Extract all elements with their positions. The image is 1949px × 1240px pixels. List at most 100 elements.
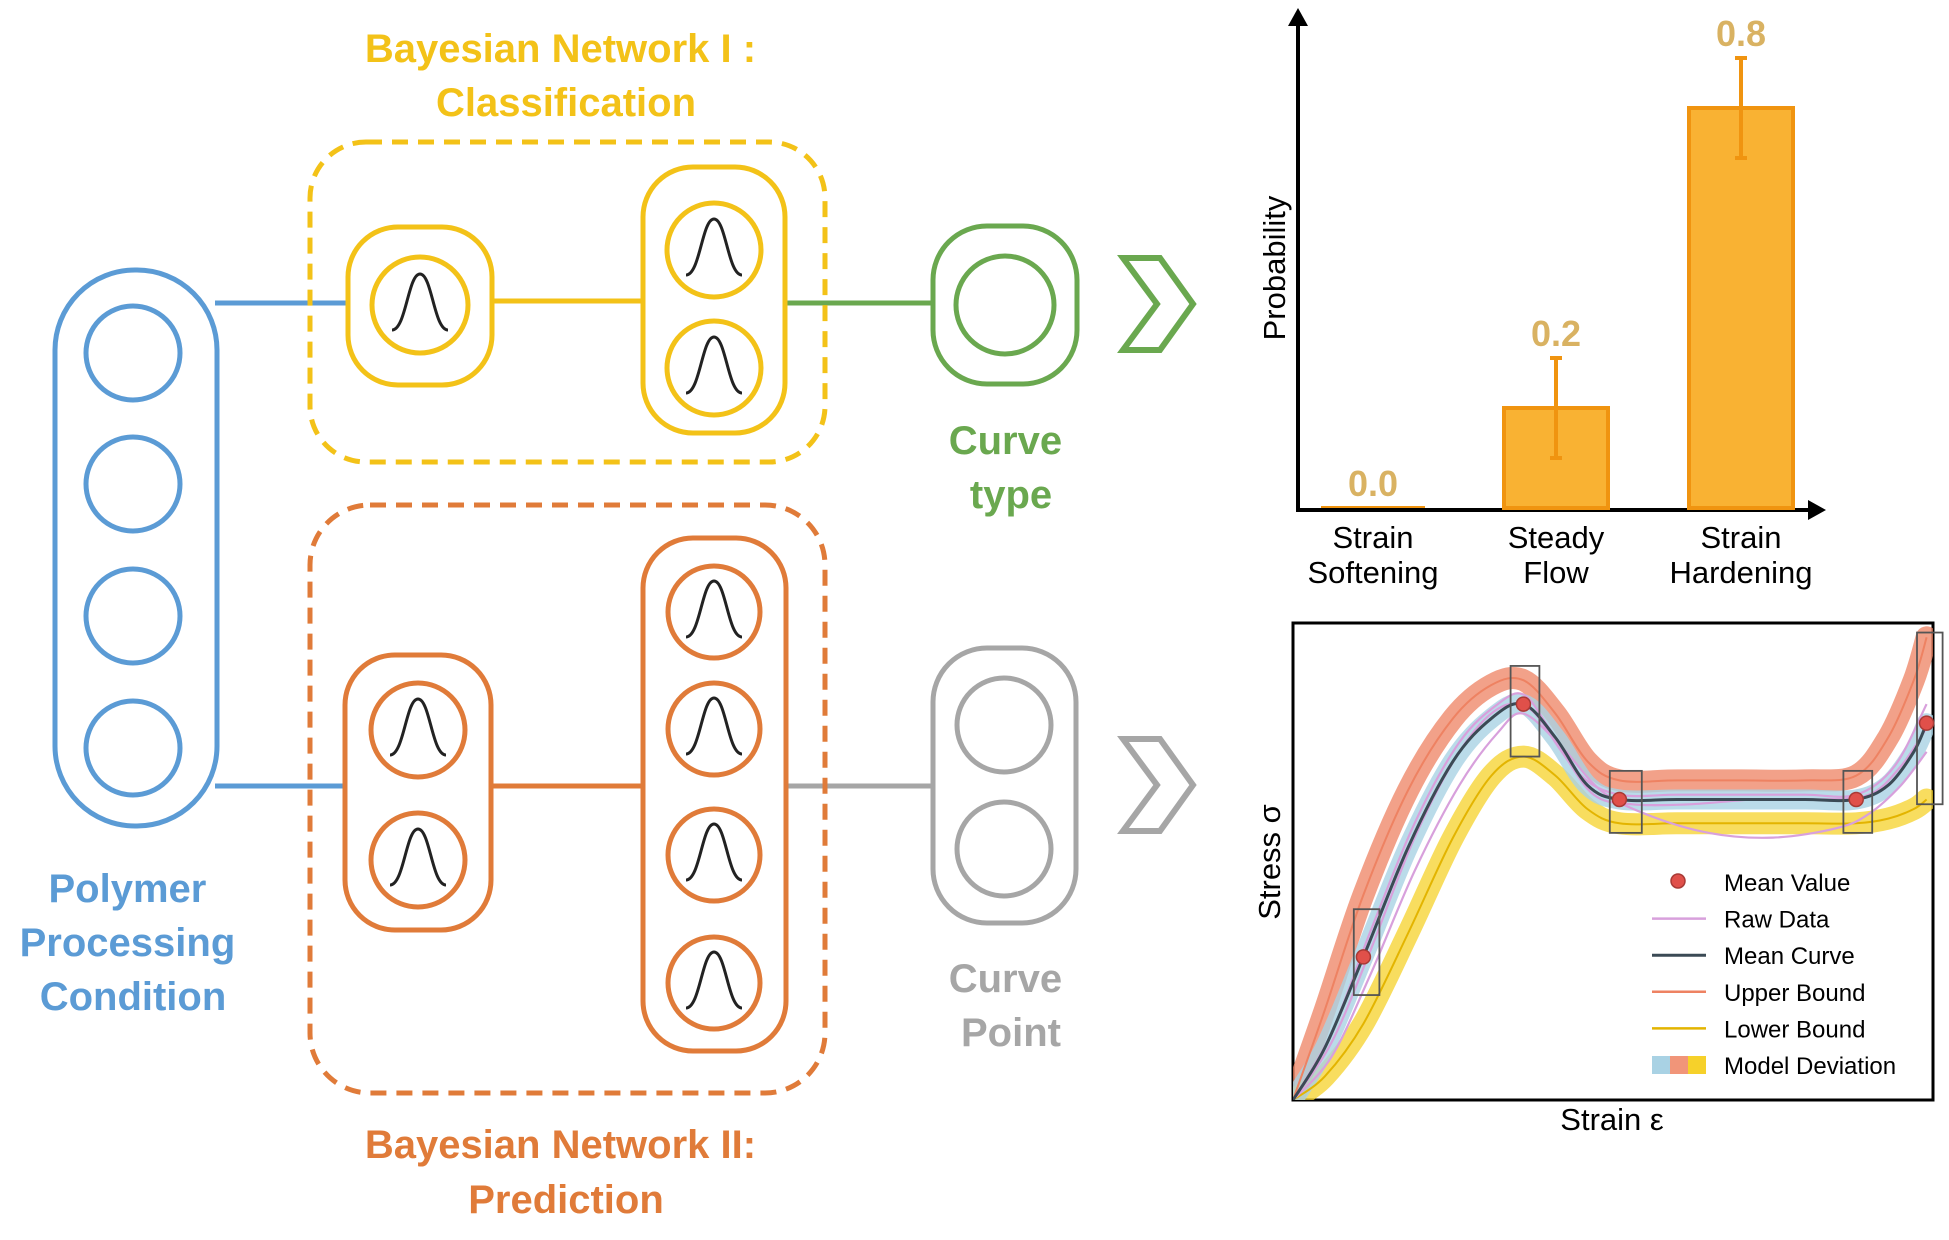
chevron-right-icon — [1117, 255, 1197, 353]
input-node — [83, 303, 183, 403]
mean-value-point — [1848, 791, 1864, 808]
bn2-title-line-2: Prediction — [468, 1178, 664, 1222]
input-layer-label: Polymer Processing Condition — [20, 867, 247, 1019]
bn1-node — [664, 200, 764, 300]
bar-value-label: 0.2 — [1531, 313, 1581, 354]
legend-swatch-mean-value — [1670, 873, 1686, 889]
connector-lines — [215, 298, 933, 789]
curve-type-node — [953, 253, 1057, 357]
curve-chart-x-label: Strain ε — [1560, 1102, 1664, 1137]
input-layer — [52, 267, 220, 829]
bn2-node — [665, 806, 763, 904]
bn1-layer-1 — [345, 224, 495, 388]
input-node — [83, 566, 183, 666]
bn2-title: Bayesian Network II: Prediction — [365, 1123, 767, 1222]
legend-label: Model Deviation — [1724, 1053, 1896, 1080]
input-node — [83, 698, 183, 798]
bar-category-label-line: Steady — [1508, 520, 1605, 555]
bn2-node — [368, 680, 468, 780]
key-point-region-box — [1352, 908, 1381, 996]
bn1-node — [369, 254, 471, 356]
bar-chart-y-label: Probability — [1257, 195, 1292, 340]
bn1-title-line-2: Classification — [436, 81, 696, 125]
input-layer-container — [52, 267, 220, 829]
legend-label: Mean Value — [1724, 870, 1850, 897]
bn2-layer-2-container — [640, 535, 789, 1054]
curve-point-label: Curve Point — [949, 957, 1074, 1055]
legend-swatch-deviation-blue — [1652, 1056, 1670, 1074]
bar-category-label-line: Hardening — [1669, 555, 1812, 590]
curve-point-node — [954, 675, 1054, 775]
gaussian-icon — [685, 950, 743, 1010]
gaussian-icon — [389, 827, 447, 887]
curve-point-container — [930, 645, 1079, 926]
bn1-layer-2 — [640, 164, 788, 436]
key-point-region-box — [1509, 665, 1541, 758]
curve-type-label-line-2: type — [970, 473, 1052, 517]
curve-type-container — [930, 223, 1080, 387]
mean-value-point — [1918, 715, 1935, 731]
bar-chart-x-axis-arrowhead — [1808, 500, 1826, 520]
bn1-layer-1-container — [345, 224, 495, 388]
bn2-layer-1 — [342, 652, 494, 933]
chevron-right-icon — [1117, 736, 1197, 834]
input-label-line-3: Condition — [40, 975, 227, 1019]
key-point-region-box — [1842, 769, 1874, 834]
bar-category-label-line: Strain — [1333, 520, 1414, 555]
legend-swatch-deviation-yellow — [1688, 1056, 1706, 1074]
bar-value-label: 0.0 — [1348, 463, 1398, 504]
bn2-node — [665, 934, 763, 1032]
legend-swatch-deviation-orange — [1670, 1056, 1688, 1074]
bar-category-label-line: Softening — [1308, 555, 1439, 590]
gaussian-icon — [685, 696, 743, 756]
gaussian-icon — [685, 335, 743, 395]
bn2-node — [665, 680, 763, 778]
input-node — [83, 434, 183, 534]
mean-value-point — [1515, 696, 1532, 712]
bn2-boundary — [307, 502, 828, 1096]
input-label-line-2: Processing — [20, 921, 236, 965]
legend-label: Raw Data — [1724, 907, 1830, 934]
bn1-boundary — [307, 139, 828, 465]
curve-type-label-line-1: Curve — [949, 419, 1062, 463]
bn1-title-line-1: Bayesian Network I : — [365, 27, 756, 71]
bn2-layer-2 — [640, 535, 789, 1054]
curve-point-output — [930, 645, 1079, 926]
mean-value-point — [1355, 949, 1372, 965]
curve-point-label-line-2: Point — [961, 1011, 1061, 1055]
bar-category-label-line: Strain — [1701, 520, 1782, 555]
curve-point-label-line-1: Curve — [949, 957, 1062, 1001]
gaussian-icon — [685, 217, 743, 277]
bn1-node — [664, 318, 764, 418]
mean-value-point — [1611, 791, 1628, 808]
raw-data-line — [1293, 712, 1928, 1100]
probability-bar — [1687, 106, 1795, 510]
gaussian-icon — [685, 822, 743, 882]
lower-bound-line — [1293, 755, 1928, 1100]
input-label-line-1: Polymer — [49, 867, 207, 911]
bn2-title-line-1: Bayesian Network II: — [365, 1123, 756, 1167]
key-point-region-box — [1916, 631, 1944, 806]
curve-chart-y-label: Stress σ — [1252, 804, 1287, 920]
bar-chart-y-axis-arrowhead — [1288, 8, 1308, 26]
legend-label: Mean Curve — [1724, 943, 1855, 970]
bn2-node — [665, 563, 763, 661]
curve-type-label: Curve type — [949, 419, 1074, 517]
bn1-title: Bayesian Network I : Classification — [365, 27, 767, 125]
legend-label: Upper Bound — [1724, 980, 1865, 1007]
legend-label: Lower Bound — [1724, 1016, 1865, 1043]
gaussian-icon — [685, 579, 743, 639]
gaussian-icon — [391, 272, 449, 332]
key-point-region-box — [1608, 769, 1643, 834]
upper-bound-line — [1293, 637, 1928, 1100]
bar-value-label: 0.8 — [1716, 13, 1766, 54]
bn2-layer-1-container — [342, 652, 494, 933]
curve-point-node — [954, 799, 1054, 899]
bn2-node — [368, 810, 468, 910]
